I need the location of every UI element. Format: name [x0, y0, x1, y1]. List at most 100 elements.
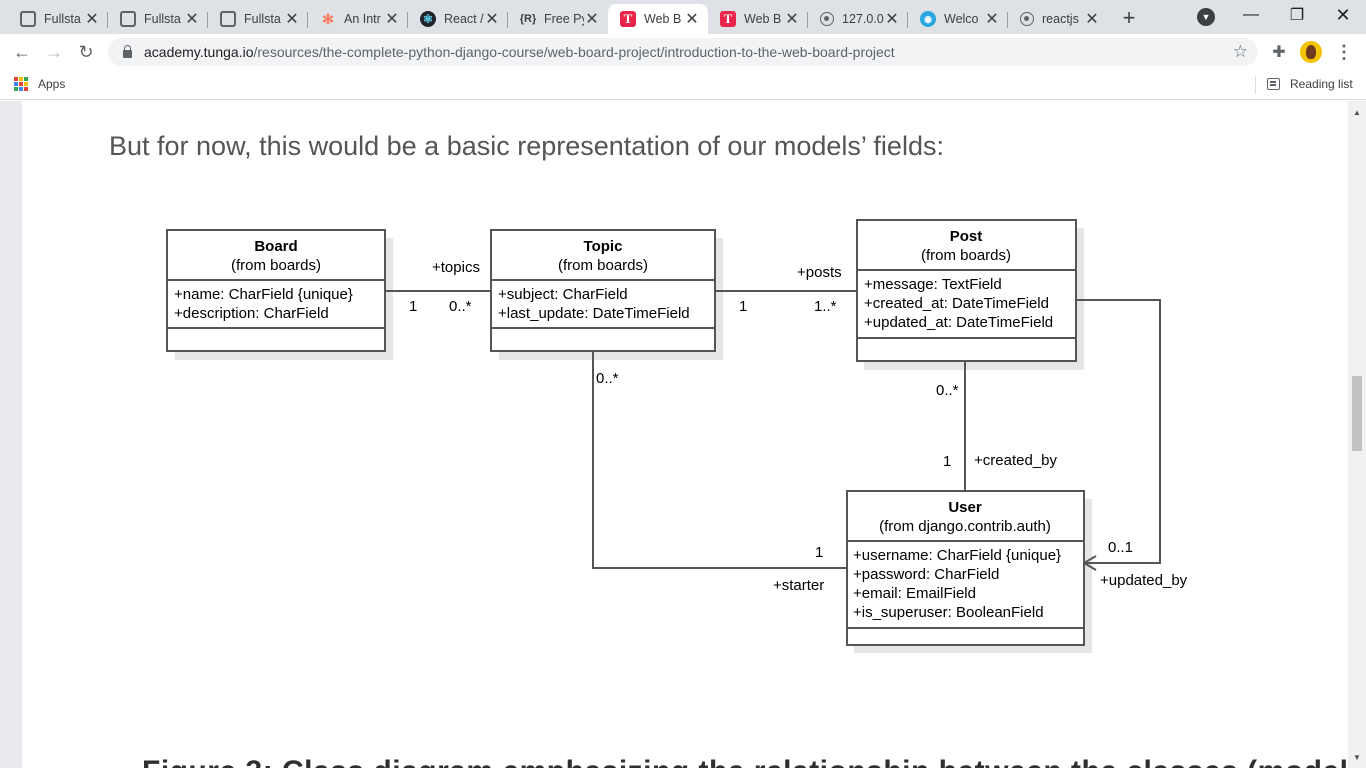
class-origin: (from boards) [231, 257, 321, 274]
tab[interactable]: ⚛ React / ✕ [408, 4, 508, 34]
close-icon[interactable]: ✕ [1085, 11, 1099, 28]
apps-label: Apps [38, 77, 66, 91]
class-field: +email: EmailField [853, 585, 976, 602]
class-field: +message: TextField [864, 276, 1002, 293]
role-label-updated-by: +updated_by [1100, 572, 1188, 589]
role-label-created-by: +created_by [974, 452, 1057, 469]
class-field: +name: CharField {unique} [174, 286, 353, 303]
tab-title: Welco [944, 12, 979, 26]
close-icon[interactable]: ✕ [585, 11, 599, 28]
tab[interactable]: ◉ Welco ✕ [908, 4, 1008, 34]
class-name: Topic [584, 238, 623, 255]
tab-title: An Intr [344, 12, 381, 26]
multiplicity-label: 1..* [814, 298, 837, 315]
page-icon [120, 11, 136, 27]
role-label-topics: +topics [432, 259, 480, 276]
class-field: +is_superuser: BooleanField [853, 604, 1044, 621]
class-field: +created_at: DateTimeField [864, 295, 1049, 312]
new-tab-button[interactable]: + [1122, 5, 1136, 30]
scroll-down-icon[interactable]: ▼ [1353, 752, 1361, 762]
tunga-icon: T [620, 11, 636, 27]
multiplicity-label: 1 [815, 544, 823, 561]
bookmark-star-icon[interactable]: ☆ [1232, 42, 1248, 61]
reading-list-label: Reading list [1290, 77, 1353, 91]
reload-button[interactable]: ↻ [78, 41, 94, 62]
apps-grid-icon [14, 77, 28, 91]
tab-title: Fullsta [144, 12, 181, 26]
multiplicity-label: 1 [943, 453, 951, 470]
tab-title: Web B [744, 12, 782, 26]
close-icon[interactable]: ✕ [185, 11, 199, 28]
forward-button[interactable]: → [45, 41, 63, 62]
class-origin: (from django.contrib.auth) [879, 518, 1051, 535]
close-icon[interactable]: ✕ [485, 11, 499, 28]
url-text[interactable]: academy.tunga.io/resources/the-complete-… [144, 44, 895, 60]
hubspot-icon: ✻ [322, 10, 334, 27]
article-content: But for now, this would be a basic repre… [22, 101, 1348, 768]
multiplicity-label: 1 [409, 298, 417, 315]
restore-button[interactable]: ❐ [1289, 7, 1305, 24]
intro-paragraph: But for now, this would be a basic repre… [109, 131, 944, 161]
url-path: /resources/the-complete-python-django-co… [253, 44, 895, 60]
address-bar[interactable]: academy.tunga.io/resources/the-complete-… [108, 38, 1258, 66]
back-button[interactable]: ← [13, 41, 31, 62]
tab[interactable]: {R} Free Py ✕ [508, 4, 608, 34]
multiplicity-label: 1 [739, 298, 747, 315]
multiplicity-label: 0..* [596, 370, 619, 387]
close-icon[interactable]: ✕ [285, 11, 299, 28]
scrollbar-thumb[interactable] [1352, 376, 1362, 451]
reading-list-button[interactable]: Reading list [1267, 77, 1353, 91]
r-icon: {R} [519, 13, 537, 25]
tab[interactable]: T Web B ✕ [708, 4, 808, 34]
tab[interactable]: 127.0.0 ✕ [808, 4, 908, 34]
post-updated-by-association [1076, 299, 1161, 564]
close-icon[interactable]: ✕ [985, 11, 999, 28]
tab[interactable]: Fullsta ✕ [208, 4, 308, 34]
tab[interactable]: Fullsta ✕ [108, 4, 208, 34]
welcome-icon: ◉ [920, 11, 936, 27]
close-window-button[interactable]: ✕ [1335, 4, 1351, 25]
close-icon[interactable]: ✕ [385, 11, 399, 28]
tab-active[interactable]: T Web B ✕ [608, 4, 708, 34]
extensions-icon[interactable]: ✚ [1272, 44, 1286, 61]
minimize-button[interactable]: — [1243, 6, 1259, 23]
tab-title: 127.0.0 [842, 12, 884, 26]
close-icon[interactable]: ✕ [85, 11, 99, 28]
lock-icon[interactable] [120, 45, 134, 58]
multiplicity-label: 0..* [449, 298, 472, 315]
apps-shortcut[interactable]: Apps [14, 77, 65, 91]
topic-starter-association [592, 351, 847, 569]
tab-title: React / [444, 12, 484, 26]
page-viewport: But for now, this would be a basic repre… [0, 101, 1366, 768]
figure-caption: Figure 3: Class diagram emphasizing the … [142, 755, 1348, 768]
page-icon [220, 11, 236, 27]
globe-icon [820, 12, 834, 26]
multiplicity-label: 0..1 [1108, 539, 1133, 556]
class-field: +password: CharField [853, 566, 999, 583]
class-name: User [948, 499, 982, 516]
class-name: Board [254, 238, 297, 255]
role-label-starter: +starter [773, 577, 824, 594]
tab[interactable]: Fullsta ✕ [8, 4, 108, 34]
close-icon[interactable]: ✕ [885, 11, 899, 28]
reading-list-icon [1267, 78, 1280, 90]
scroll-up-icon[interactable]: ▲ [1353, 107, 1361, 117]
tab[interactable]: reactjs ✕ [1008, 4, 1108, 34]
tab-search-icon[interactable]: ▼ [1197, 8, 1215, 26]
close-icon[interactable]: ✕ [685, 11, 699, 28]
url-host: academy.tunga.io [144, 44, 254, 60]
class-name: Post [950, 228, 983, 245]
browser-toolbar: ← → ↻ academy.tunga.io/resources/the-com… [0, 34, 1366, 70]
tab-title: Web B [644, 12, 682, 26]
menu-icon[interactable]: ⋮ [1335, 41, 1353, 62]
class-field: +description: CharField [174, 305, 329, 322]
tab-title: Fullsta [44, 12, 81, 26]
tab[interactable]: ✻ An Intr ✕ [308, 4, 408, 34]
tab-strip: Fullsta ✕ Fullsta ✕ Fullsta ✕ ✻ An Intr … [0, 0, 1366, 34]
tab-title: Fullsta [244, 12, 281, 26]
tab-title: reactjs [1042, 12, 1079, 26]
class-origin: (from boards) [558, 257, 648, 274]
close-icon[interactable]: ✕ [785, 11, 799, 28]
profile-avatar[interactable] [1300, 41, 1322, 63]
class-user: User (from django.contrib.auth) +usernam… [846, 490, 1085, 646]
